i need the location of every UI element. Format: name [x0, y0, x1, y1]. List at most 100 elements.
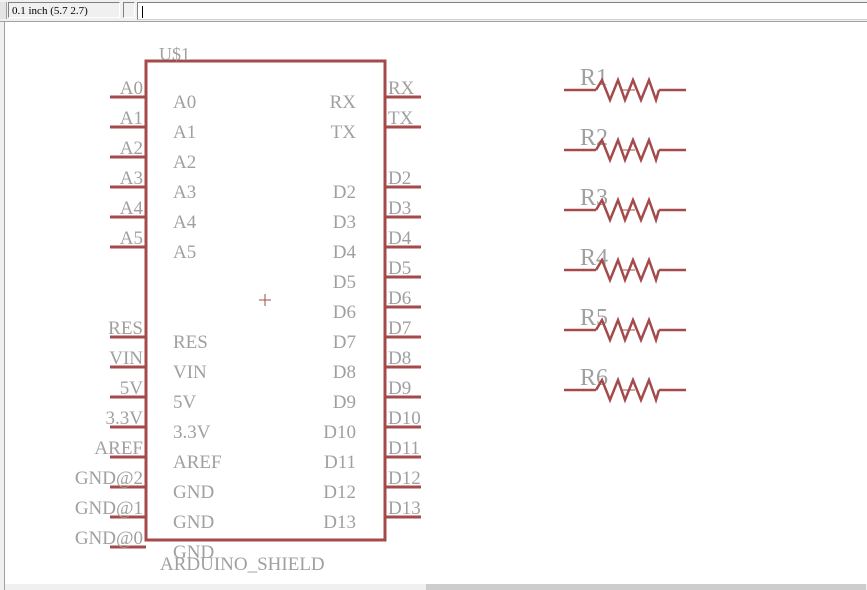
pin-name-label: D4 — [388, 228, 412, 249]
toolbar-grip — [0, 2, 7, 19]
pin-name-label: A3 — [120, 168, 143, 189]
pin-inner-label: D13 — [323, 512, 356, 533]
pin-inner-label: A1 — [173, 122, 196, 143]
pin-name-label: D8 — [388, 348, 411, 369]
pin-inner-label: GND — [173, 482, 214, 503]
pin-name-label: TX — [388, 108, 414, 129]
pin-inner-label: GND — [173, 542, 214, 563]
pin-name-label: D2 — [388, 168, 411, 189]
pin-inner-label: D5 — [333, 272, 356, 293]
pin-name-label: A1 — [120, 108, 143, 129]
part-value-label: ARDUINO_SHIELD — [160, 554, 325, 575]
pin-inner-label: D11 — [324, 452, 356, 473]
resistor[interactable]: R6 — [564, 365, 686, 405]
pin-name-label: GND@2 — [75, 468, 143, 489]
scrollbar-thumb[interactable] — [426, 584, 866, 590]
grid-coordinate-readout: 0.1 inch (5.7 2.7) — [8, 2, 120, 18]
toolbar-button[interactable] — [123, 2, 135, 18]
pin-name-label: D10 — [388, 408, 421, 429]
horizontal-scrollbar[interactable] — [5, 584, 867, 590]
pin-inner-label: D4 — [333, 242, 357, 263]
pin-inner-label: A3 — [173, 182, 196, 203]
pin-left[interactable]: 3.3V 3.3V — [106, 408, 211, 443]
pin-name-label: D6 — [388, 288, 411, 309]
schematic-drawing: U$1 ARDUINO_SHIELD A0A0A1A1A2A2A3A3A4A4A… — [75, 44, 686, 575]
pin-inner-label: D2 — [333, 182, 356, 203]
pin-name-label: D11 — [388, 438, 420, 459]
pin-inner-label: 5V — [173, 392, 197, 413]
pin-name-label: GND@0 — [75, 528, 143, 549]
resistor[interactable]: R1 — [564, 65, 686, 105]
pin-name-label: A5 — [120, 228, 143, 249]
resistor[interactable]: R3 — [564, 185, 686, 225]
pin-name-label: A4 — [120, 198, 144, 219]
pin-right[interactable]: RX RX — [330, 78, 421, 113]
pin-name-label: A2 — [120, 138, 143, 159]
pin-inner-label: RES — [173, 332, 208, 353]
part-body[interactable] — [144, 59, 387, 542]
pin-inner-label: A4 — [173, 212, 197, 233]
pin-name-label: GND@1 — [75, 498, 143, 519]
pin-name-label: D3 — [388, 198, 411, 219]
pin-name-label: VIN — [109, 348, 143, 369]
part-origin-cross-icon — [259, 294, 271, 306]
pin-inner-label: A5 — [173, 242, 196, 263]
pin-name-label: RX — [388, 78, 415, 99]
pin-name-label: 3.3V — [106, 408, 144, 429]
pin-name-label: A0 — [120, 78, 143, 99]
pin-name-label: D12 — [388, 468, 421, 489]
pin-inner-label: GND — [173, 512, 214, 533]
pin-name-label: D7 — [388, 318, 411, 339]
pin-inner-label: D12 — [323, 482, 356, 503]
command-input[interactable] — [137, 2, 867, 20]
pin-name-label: D9 — [388, 378, 411, 399]
pin-inner-label: D3 — [333, 212, 356, 233]
pin-inner-label: D8 — [333, 362, 356, 383]
pin-right[interactable]: TX TX — [331, 108, 421, 143]
pin-inner-label: D7 — [333, 332, 356, 353]
pin-inner-label: 3.3V — [173, 422, 211, 443]
pin-name-label: D5 — [388, 258, 411, 279]
arduino-shield-part[interactable]: U$1 ARDUINO_SHIELD A0A0A1A1A2A2A3A3A4A4A… — [75, 44, 421, 575]
pin-inner-label: A2 — [173, 152, 196, 173]
resistor[interactable]: R4 — [564, 245, 686, 285]
pin-inner-label: VIN — [173, 362, 207, 383]
pin-name-label: AREF — [94, 438, 143, 459]
pin-inner-label: D9 — [333, 392, 356, 413]
pin-left[interactable]: VIN VIN — [109, 348, 207, 383]
toolbar: 0.1 inch (5.7 2.7) — [0, 0, 867, 22]
pin-inner-label: RX — [330, 92, 357, 113]
pin-inner-label: TX — [331, 122, 357, 143]
resistor[interactable]: R5 — [564, 305, 686, 345]
pin-inner-label: D6 — [333, 302, 356, 323]
text-caret — [142, 6, 143, 19]
pin-inner-label: D10 — [323, 422, 356, 443]
part-name-label: U$1 — [159, 44, 190, 64]
resistor[interactable]: R2 — [564, 125, 686, 165]
